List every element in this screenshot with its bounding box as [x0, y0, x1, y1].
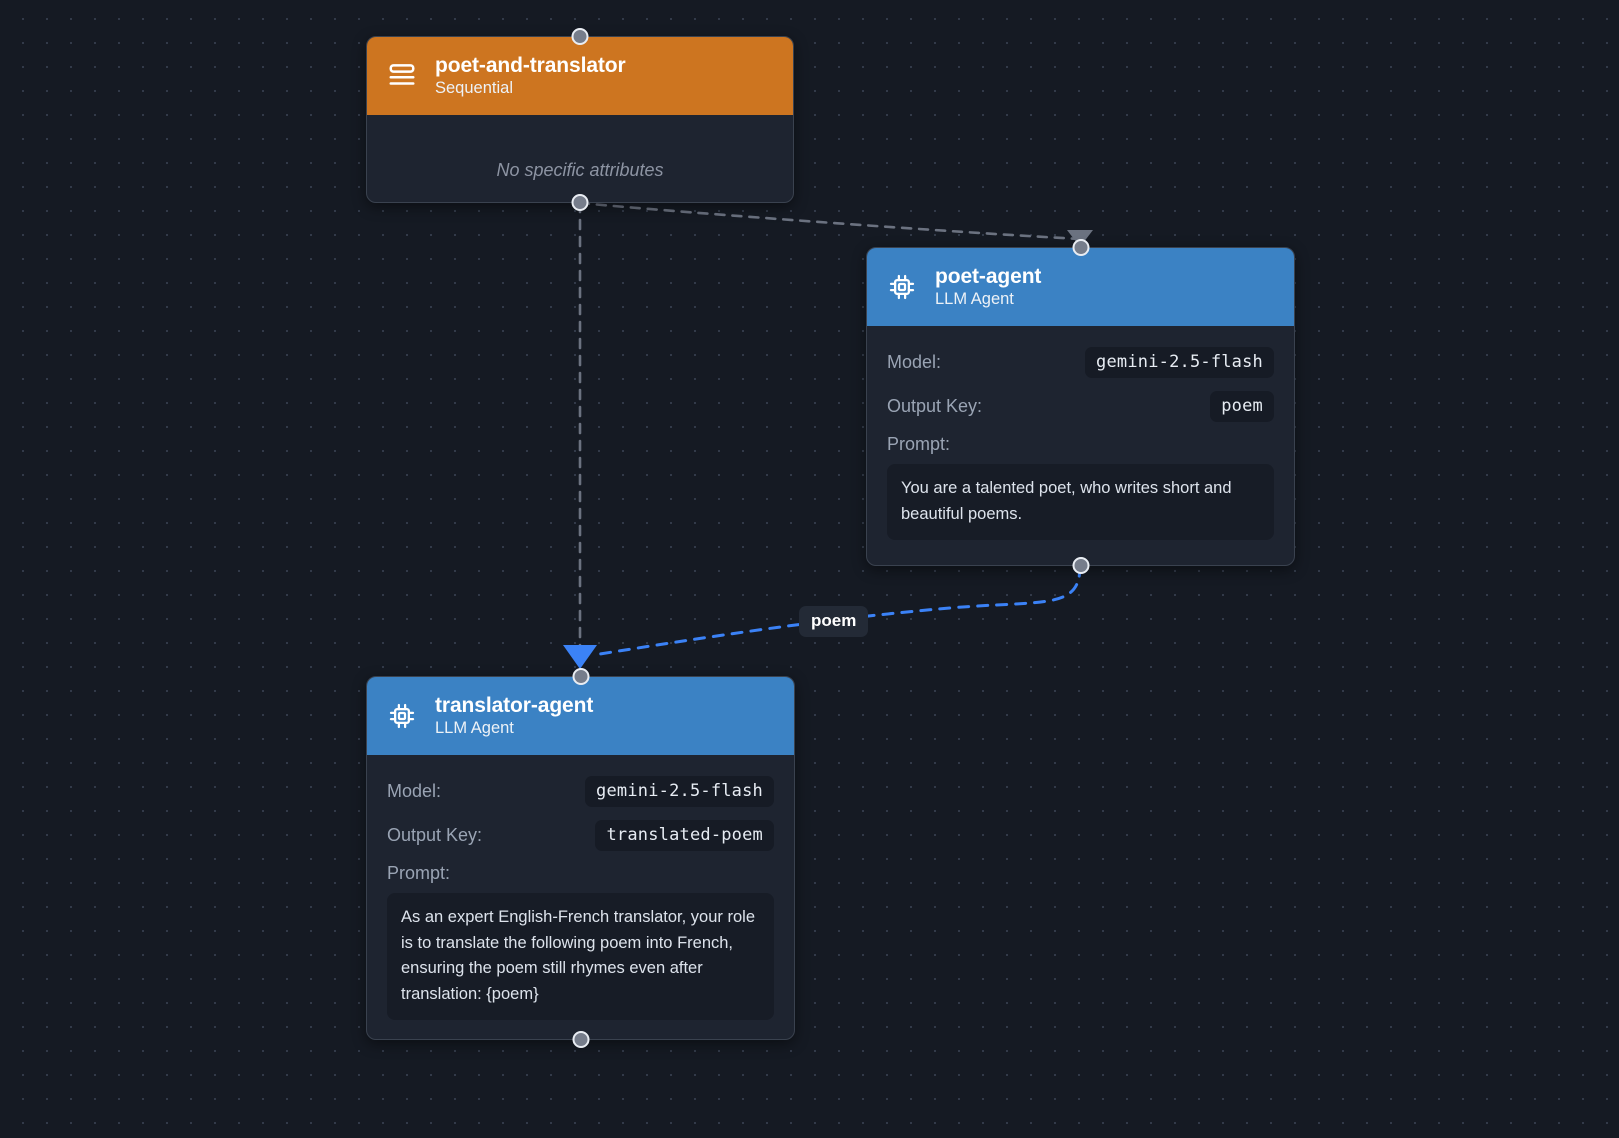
edge-label-poem[interactable]: poem [799, 606, 869, 637]
attribute-row-output-key: Output Key: translated-poem [387, 817, 774, 855]
node-body-poet-and-translator: No specific attributes [367, 115, 793, 202]
node-handle-top-translator-agent[interactable] [572, 668, 589, 685]
prompt-text[interactable]: You are a talented poet, who writes shor… [887, 463, 1274, 541]
attribute-label: Model: [887, 352, 942, 373]
attribute-label: Output Key: [387, 825, 483, 846]
cpu-chip-icon [387, 701, 417, 731]
attribute-value-output-key[interactable]: poem [1210, 391, 1274, 423]
attribute-value-output-key[interactable]: translated-poem [595, 820, 774, 852]
node-handle-top-poet-agent[interactable] [1072, 239, 1089, 256]
empty-attributes-text: No specific attributes [496, 159, 664, 180]
attribute-value-model[interactable]: gemini-2.5-flash [585, 776, 774, 808]
cpu-chip-icon [887, 272, 917, 302]
attribute-label: Model: [387, 781, 442, 802]
prompt-label: Prompt: [887, 433, 951, 454]
node-handle-top-poet-and-translator[interactable] [571, 28, 589, 45]
node-body-poet-agent: Model: gemini-2.5-flash Output Key: poem… [867, 326, 1294, 554]
attribute-row-model: Model: gemini-2.5-flash [387, 773, 774, 811]
node-header-translator-agent: translator-agent LLM Agent [367, 677, 794, 755]
attribute-row-model: Model: gemini-2.5-flash [887, 344, 1274, 382]
attribute-value-model[interactable]: gemini-2.5-flash [1085, 347, 1274, 379]
node-handle-bottom-poet-and-translator[interactable] [571, 194, 589, 211]
prompt-label: Prompt: [387, 862, 451, 883]
sequential-stack-icon [387, 61, 417, 91]
node-translator-agent[interactable]: translator-agent LLM Agent Model: gemini… [366, 668, 795, 1048]
attribute-label: Output Key: [887, 396, 983, 417]
node-handle-bottom-poet-agent[interactable] [1072, 557, 1089, 574]
node-subtitle: LLM Agent [435, 719, 514, 738]
prompt-text[interactable]: As an expert English-French translator, … [387, 892, 774, 1021]
edge-seq-to-poet-agent [578, 201, 1082, 241]
edge-poet-agent-to-translator-agent-arrowhead [563, 645, 597, 669]
node-header-poet-agent: poet-agent LLM Agent [867, 248, 1294, 326]
node-header-poet-and-translator: poet-and-translator Sequential [367, 37, 793, 115]
node-body-translator-agent: Model: gemini-2.5-flash Output Key: tran… [367, 755, 794, 1034]
node-title: poet-agent [935, 265, 1042, 288]
node-title: translator-agent [435, 694, 594, 717]
node-poet-and-translator[interactable]: poet-and-translator Sequential No specif… [366, 28, 794, 211]
node-handle-bottom-translator-agent[interactable] [572, 1031, 589, 1048]
node-subtitle: LLM Agent [935, 290, 1014, 309]
attribute-row-output-key: Output Key: poem [887, 388, 1274, 426]
node-subtitle: Sequential [435, 79, 513, 98]
node-title: poet-and-translator [435, 54, 626, 77]
node-poet-agent[interactable]: poet-agent LLM Agent Model: gemini-2.5-f… [866, 239, 1295, 574]
